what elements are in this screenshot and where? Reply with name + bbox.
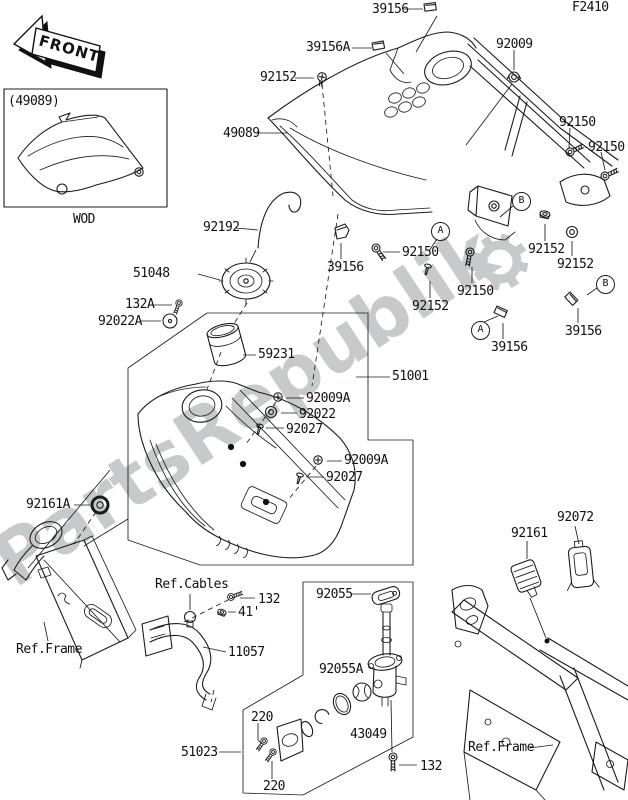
watermark: PartsRepublik [0, 209, 529, 604]
part-label-92009A-1: 92009A [306, 391, 350, 406]
petcock-region-box [242, 581, 414, 796]
gear-icon [471, 233, 529, 291]
part-label-51048: 51048 [133, 266, 170, 281]
part-label-92152-3: 92152 [528, 242, 565, 257]
part-label-220-2: 220 [263, 779, 285, 794]
part-label-51001: 51001 [392, 369, 429, 384]
part-label-132-2: 132 [420, 759, 442, 774]
part-label-49089: 49089 [223, 126, 260, 141]
part-label-39156-3: 39156 [565, 324, 602, 339]
frame-right-drawing [451, 540, 628, 800]
frame-band-drawing [566, 540, 600, 591]
part-label-220-1: 220 [251, 710, 273, 725]
page-code: F2410 [572, 0, 609, 15]
inset-view-label: WOD [73, 212, 95, 227]
grommet-drawing [90, 495, 110, 515]
part-label-92152-2: 92152 [412, 299, 449, 314]
part-label-41: 41' [238, 605, 260, 620]
cable-clamp-drawing [183, 610, 197, 628]
part-label-39156-1: 39156 [372, 2, 409, 17]
part-label-92055: 92055 [316, 587, 353, 602]
part-label-92072: 92072 [557, 510, 594, 525]
part-label-39156-4: 39156 [491, 340, 528, 355]
part-label-92152-1: 92152 [260, 70, 297, 85]
part-label-132A: 132A [125, 297, 155, 312]
frame-damper-drawing [510, 559, 542, 598]
ref-frame-label-right: Ref.Frame [468, 740, 534, 755]
breather-hose-drawing [257, 191, 302, 249]
part-label-92022: 92022 [299, 407, 336, 422]
inset-caption: (49089) [8, 94, 60, 109]
frame-left-drawing [1, 521, 137, 669]
cable-guide-bracket-drawing [141, 615, 217, 711]
fuel-tank-drawing [137, 380, 356, 559]
part-label-92009A-2: 92009A [344, 453, 388, 468]
part-label-92150-4: 92150 [457, 284, 494, 299]
leader-lines [27, 8, 606, 779]
ref-cables-label: Ref.Cables [155, 577, 229, 592]
part-label-132-1: 132 [258, 592, 280, 607]
part-label-59231: 59231 [258, 347, 295, 362]
connector-ref-b-2: B [596, 275, 615, 294]
part-label-43049: 43049 [350, 727, 387, 742]
part-label-92152-4: 92152 [557, 257, 594, 272]
fuel-cap-drawing [218, 257, 274, 305]
part-label-92027-2: 92027 [326, 470, 363, 485]
part-label-92161A: 92161A [26, 497, 70, 512]
tank-region-box [127, 312, 414, 566]
assembly-dashed-lines [73, 83, 339, 703]
part-label-51023: 51023 [181, 745, 218, 760]
part-label-11057: 11057 [228, 645, 265, 660]
connector-ref-a-1: A [431, 222, 450, 241]
part-label-92022A: 92022A [98, 314, 142, 329]
part-label-92055A: 92055A [319, 662, 363, 677]
ref-frame-label-left: Ref.Frame [16, 642, 82, 657]
part-label-39156-2: 39156 [327, 260, 364, 275]
part-label-92150-2: 92150 [588, 140, 625, 155]
part-label-92192: 92192 [203, 220, 240, 235]
part-label-92027-1: 92027 [286, 422, 323, 437]
connector-ref-a-2: A [471, 321, 490, 340]
connector-ref-b-1: B [512, 192, 531, 211]
tank-shroud-assembly-drawing [267, 31, 619, 241]
part-label-92161: 92161 [511, 526, 548, 541]
part-label-92009: 92009 [496, 37, 533, 52]
fasteners [90, 0, 620, 772]
inset-shroud-drawing [3, 88, 168, 208]
part-label-92150-3: 92150 [402, 245, 439, 260]
front-direction-arrow-icon: FRONT [12, 14, 106, 79]
fuel-tap-assembly-drawing [276, 586, 407, 762]
part-label-92150-1: 92150 [559, 115, 596, 130]
part-label-39156A: 39156A [306, 40, 350, 55]
